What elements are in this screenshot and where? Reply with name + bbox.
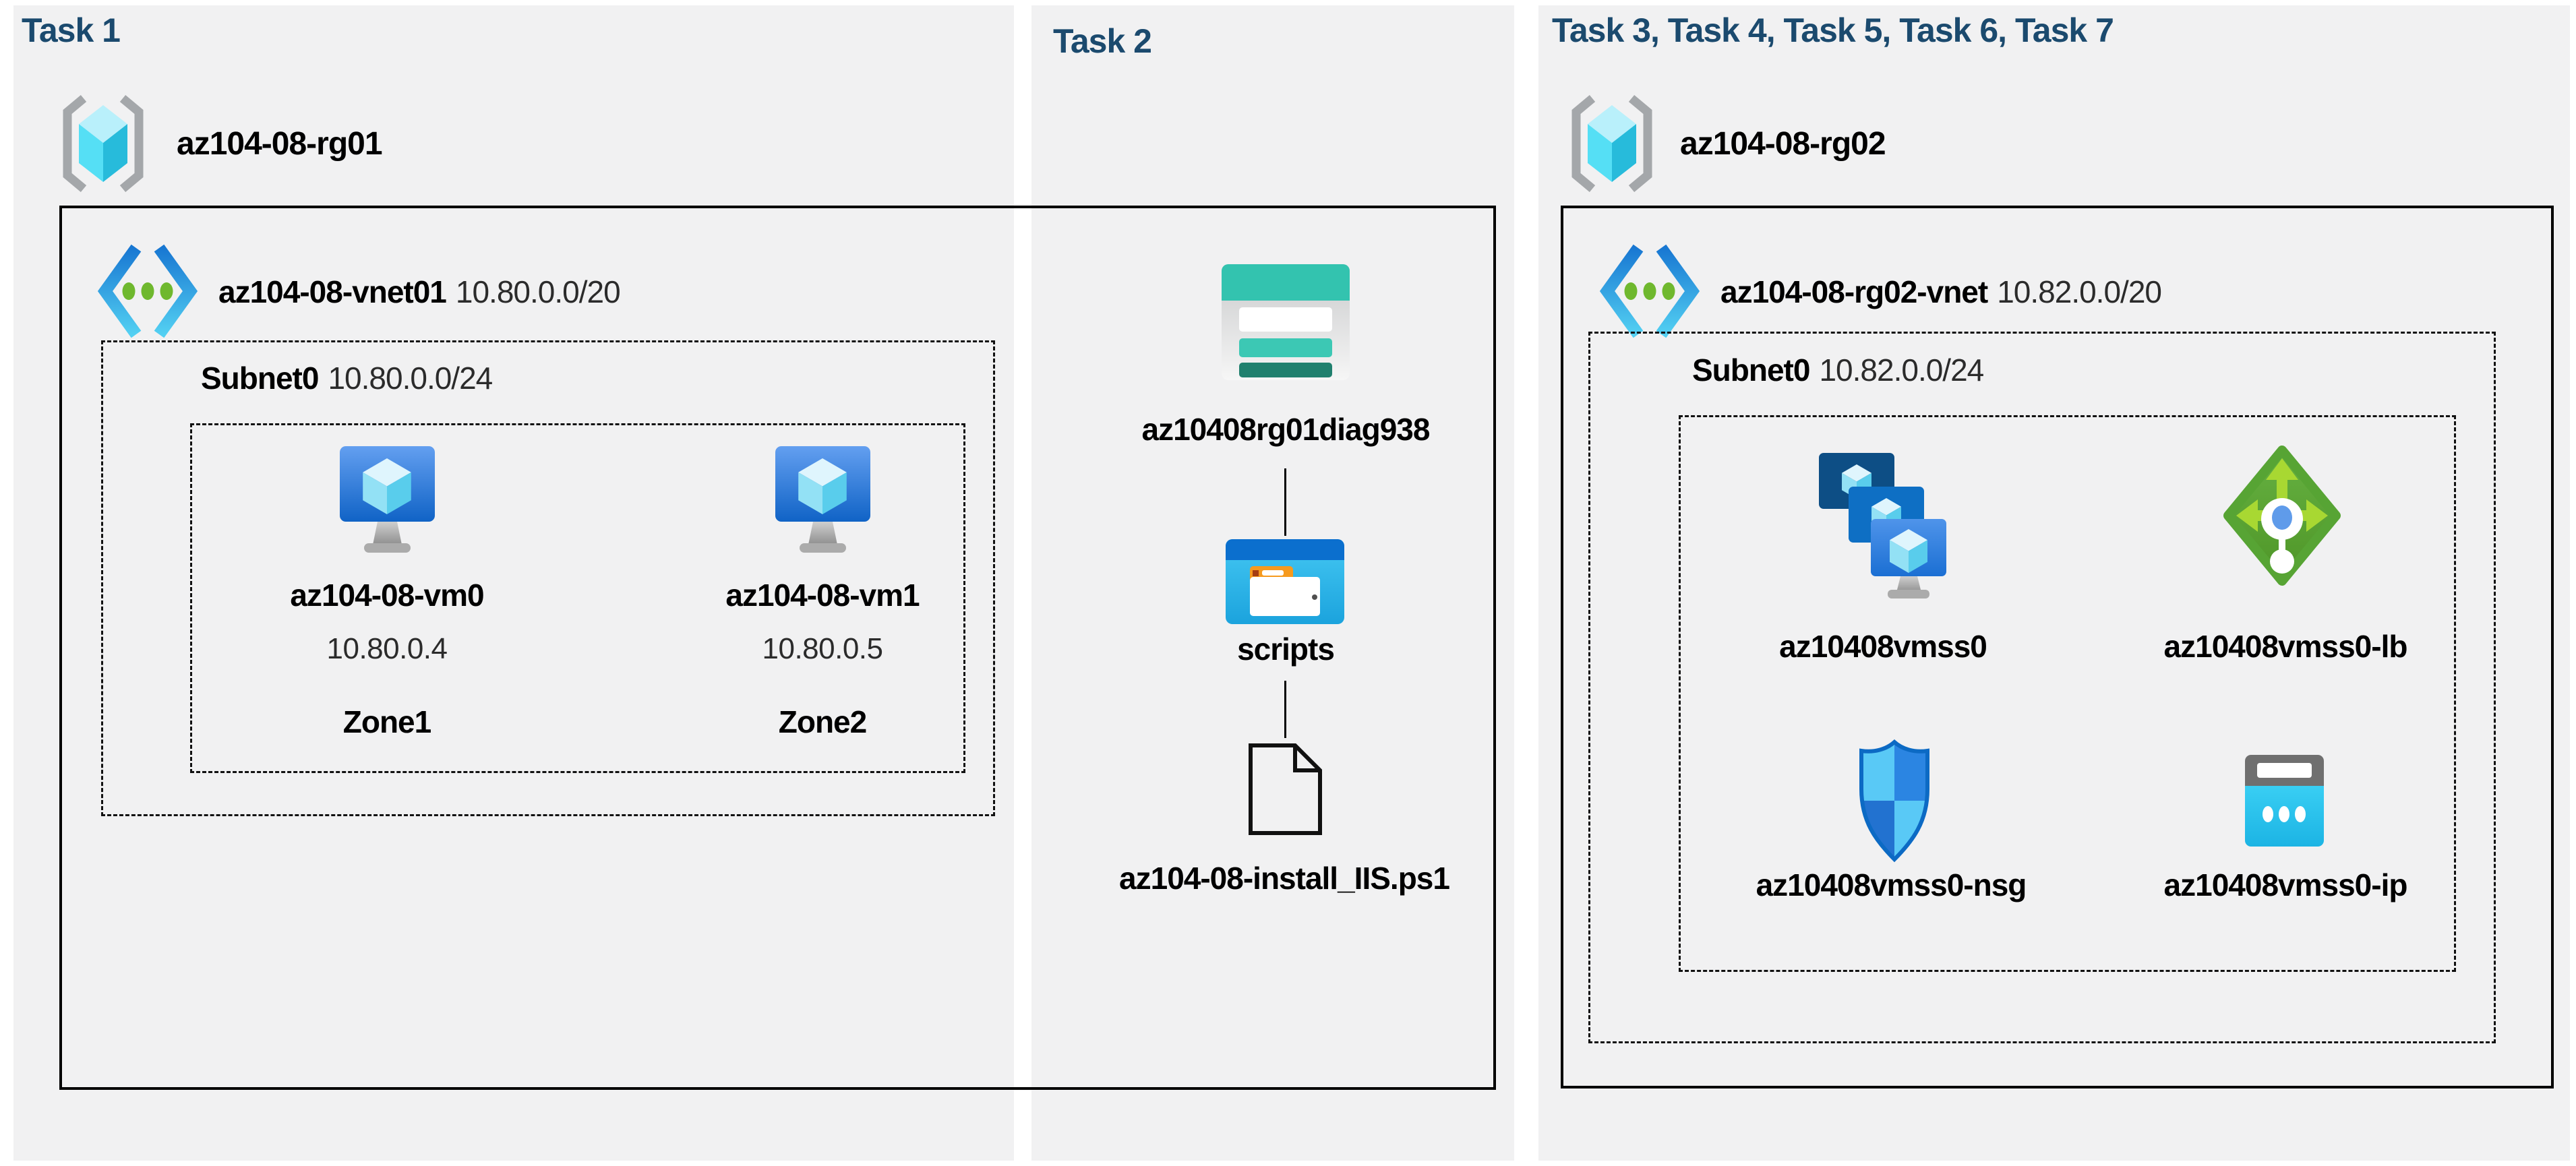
vnet-cidr: 10.80.0.0/20 [455, 274, 621, 309]
vnet-name: az104-08-rg02-vnet [1720, 274, 1988, 309]
vm-zone: Zone2 [778, 704, 867, 739]
vm-ip: 10.80.0.4 [326, 632, 448, 665]
resource-name: az10408vmss0-nsg [1756, 867, 2027, 902]
task3-subnet-box [1588, 332, 2496, 1043]
subnet-name: Subnet0 [201, 361, 319, 396]
vnet-cidr: 10.82.0.0/20 [1997, 274, 2162, 309]
virtual-network-icon [94, 240, 201, 342]
storage-account-icon [1222, 264, 1350, 380]
storage-account-name: az10408rg01diag938 [1141, 412, 1431, 447]
task3-column [1538, 5, 2570, 1161]
task1-header: Task 1 [22, 11, 121, 49]
task1-subnet-box [101, 340, 995, 816]
connector-line [1284, 681, 1286, 738]
connector-line [1284, 468, 1286, 536]
subnet-cidr: 10.82.0.0/24 [1819, 352, 1984, 388]
vm-name: az104-08-vm1 [725, 578, 920, 613]
file-icon [1242, 741, 1328, 837]
vm-ip: 10.80.0.5 [762, 632, 884, 665]
vnet-name: az104-08-vnet01 [218, 274, 447, 309]
resource-group-name: az104-08-rg01 [177, 126, 383, 162]
virtual-machine-icon [774, 445, 872, 554]
resource-group-name: az104-08-rg02 [1680, 126, 1886, 162]
blob-container-icon [1226, 539, 1344, 624]
resource-name: az10408vmss0 [1779, 629, 1987, 664]
public-ip-icon [2242, 755, 2327, 849]
subnet-name: Subnet0 [1692, 352, 1810, 388]
task2-header: Task 2 [1053, 22, 1152, 60]
vnet-label: az104-08-rg02-vnet 10.82.0.0/20 [1720, 274, 2162, 310]
container-name: scripts [1237, 632, 1335, 667]
subnet-cidr: 10.80.0.0/24 [328, 361, 493, 396]
virtual-machine-icon [338, 445, 436, 554]
vm-scale-set-icon [1819, 453, 1947, 600]
resource-group-icon [1561, 93, 1663, 194]
vm-name: az104-08-vm0 [290, 578, 484, 613]
task1-zones-box [190, 423, 965, 773]
resource-name: az10408vmss0-lb [2163, 629, 2408, 664]
task1-subnet-label: Subnet0 10.80.0.0/24 [201, 360, 493, 396]
task3-vnet-boundary [1561, 206, 2554, 1088]
virtual-network-icon [1596, 240, 1703, 342]
task3-header: Task 3, Task 4, Task 5, Task 6, Task 7 [1552, 11, 2114, 49]
task3-resources-box [1679, 415, 2456, 972]
network-security-group-icon [1855, 739, 1934, 863]
file-name: az104-08-install_IIS.ps1 [1119, 861, 1450, 896]
task1-column [13, 5, 1014, 1161]
task1-vnet-boundary [59, 206, 1496, 1090]
vm-zone: Zone1 [342, 704, 431, 739]
resource-name: az10408vmss0-ip [2163, 867, 2408, 902]
resource-group-icon [53, 93, 154, 194]
load-balancer-icon [2221, 443, 2343, 588]
